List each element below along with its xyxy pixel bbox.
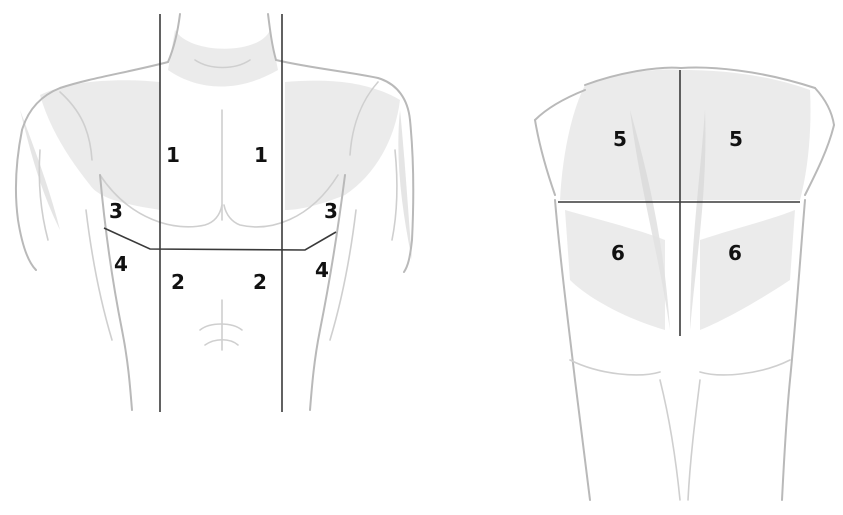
region-label-front-lateral-lower-left: 4 [114, 252, 128, 276]
region-label-back-lower-right: 6 [728, 241, 742, 265]
region-label-back-upper-left: 5 [613, 127, 627, 151]
region-label-back-lower-left: 6 [611, 241, 625, 265]
front-torso-illustration [16, 14, 413, 410]
region-label-front-lower-left: 2 [171, 270, 185, 294]
region-label-front-lateral-lower-right: 4 [315, 258, 329, 282]
region-label-front-lower-right: 2 [253, 270, 267, 294]
front-costal-margin-line [104, 228, 336, 250]
region-label-front-lateral-upper-left: 3 [109, 199, 123, 223]
region-label-front-upper-right: 1 [254, 143, 268, 167]
region-label-back-upper-right: 5 [729, 127, 743, 151]
back-torso-illustration [535, 68, 834, 500]
region-label-front-lateral-upper-right: 3 [324, 199, 338, 223]
region-label-front-upper-left: 1 [166, 143, 180, 167]
